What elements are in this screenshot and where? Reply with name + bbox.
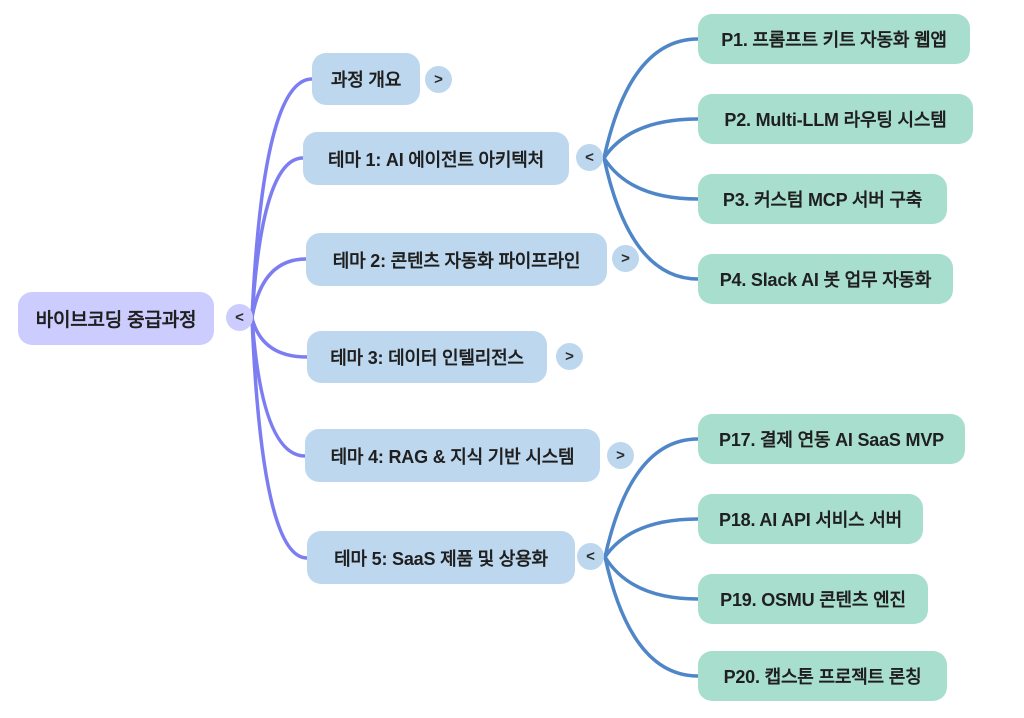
link-theme1-p4 [602,156,700,281]
node-root[interactable]: 바이브코딩 중급과정 [18,292,214,345]
link-theme1-p1 [602,37,700,160]
link-theme5-p17 [603,437,700,559]
node-p19[interactable]: P19. OSMU 콘텐츠 엔진 [698,574,928,624]
node-p1[interactable]: P1. 프롬프트 키트 자동화 웹앱 [698,14,970,64]
link-theme5-p20 [603,555,700,678]
node-theme5[interactable]: 테마 5: SaaS 제품 및 상용화 [307,531,575,584]
link-theme5-p18 [603,517,700,559]
node-course-overview[interactable]: 과정 개요 [312,53,420,105]
toggle-theme3-expand-button[interactable]: > [556,343,583,370]
toggle-theme2-expand-button[interactable]: > [612,245,639,272]
toggle-theme5-collapse-button[interactable]: < [577,543,604,570]
link-theme1-p3 [602,156,700,201]
link-root-theme3 [250,316,309,359]
node-theme4[interactable]: 테마 4: RAG & 지식 기반 시스템 [305,429,600,482]
node-p4[interactable]: P4. Slack AI 봇 업무 자동화 [698,254,953,304]
toggle-theme1-collapse-button[interactable]: < [576,144,603,171]
toggle-root-collapse-button[interactable]: < [226,304,253,331]
toggle-course-overview-expand-button[interactable]: > [425,66,452,93]
node-theme3[interactable]: 테마 3: 데이터 인텔리전스 [307,331,547,383]
link-theme1-p2 [602,117,700,160]
toggle-theme4-expand-button[interactable]: > [607,442,634,469]
node-theme2[interactable]: 테마 2: 콘텐츠 자동화 파이프라인 [306,233,607,286]
link-root-theme1 [250,156,305,320]
link-root-theme5 [250,316,309,560]
link-theme5-p19 [603,555,700,601]
node-p17[interactable]: P17. 결제 연동 AI SaaS MVP [698,414,965,464]
node-p20[interactable]: P20. 캡스톤 프로젝트 론칭 [698,651,947,701]
link-root-overview [250,77,314,320]
node-p3[interactable]: P3. 커스텀 MCP 서버 구축 [698,174,947,224]
node-p18[interactable]: P18. AI API 서비스 서버 [698,494,923,544]
link-root-theme2 [250,257,308,320]
node-p2[interactable]: P2. Multi-LLM 라우팅 시스템 [698,94,973,144]
node-theme1[interactable]: 테마 1: AI 에이전트 아키텍처 [303,132,569,185]
